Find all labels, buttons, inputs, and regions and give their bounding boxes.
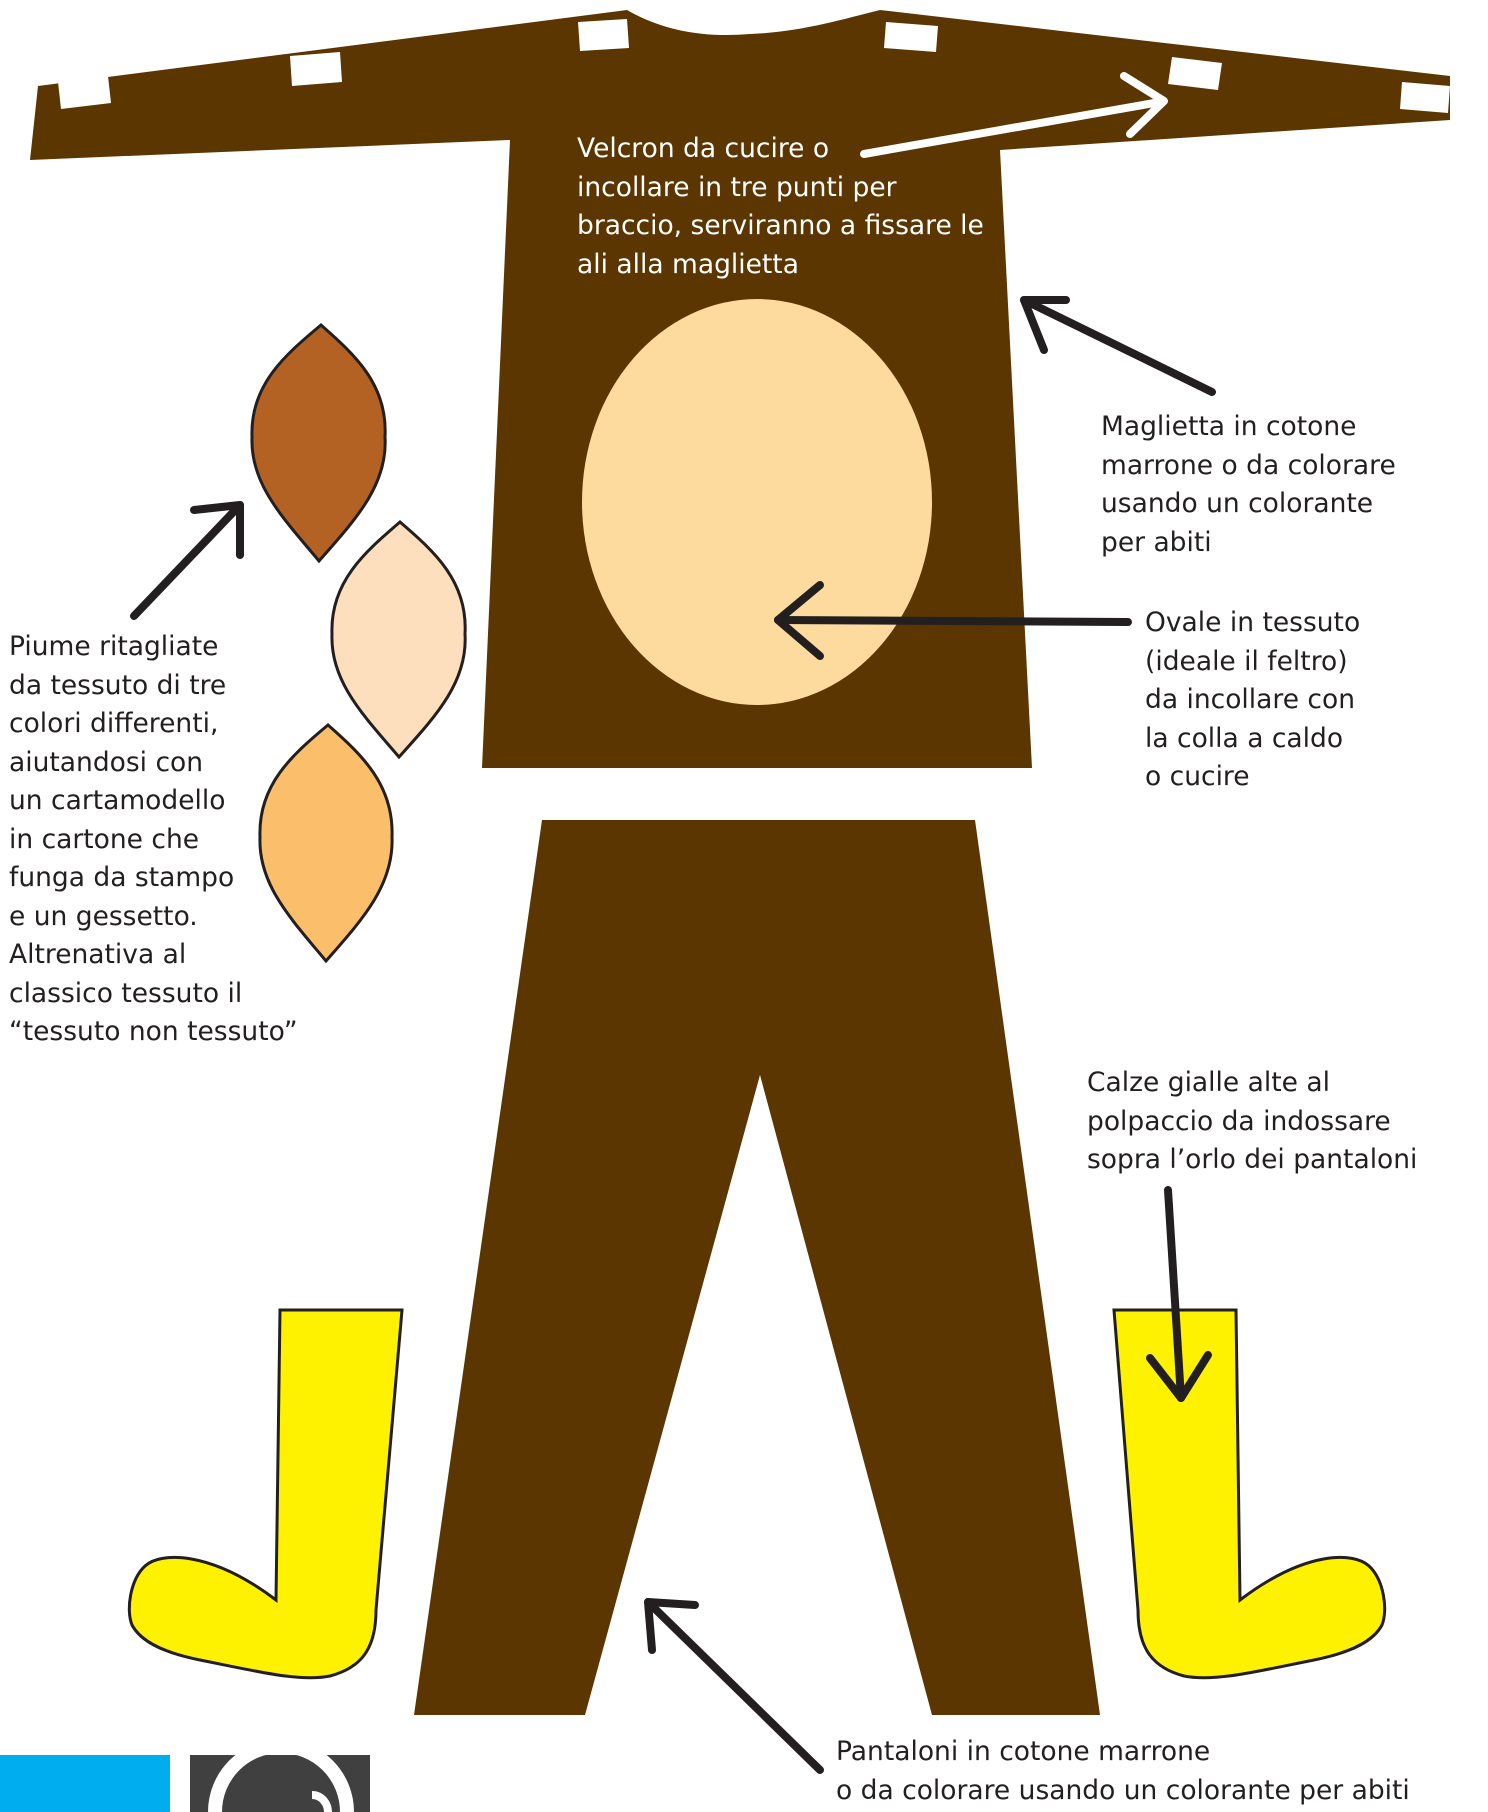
arrow-icon bbox=[1150, 1190, 1208, 1398]
velcro-label: Velcron da cucire o incollare in tre pun… bbox=[577, 130, 984, 284]
velcro-patch bbox=[1400, 82, 1450, 113]
feather-dark bbox=[252, 325, 385, 561]
pants-label: Pantaloni in cotone marrone o da colorar… bbox=[836, 1733, 1410, 1810]
feather-light bbox=[332, 522, 465, 757]
velcro-patch bbox=[578, 19, 629, 51]
shirt-label: Maglietta in cotone marrone o da colorar… bbox=[1101, 408, 1396, 562]
oval-label: Ovale in tessuto (ideale il feltro) da i… bbox=[1145, 604, 1360, 797]
pants bbox=[414, 820, 1100, 1715]
velcro-patch bbox=[884, 22, 938, 52]
arrow-icon bbox=[134, 505, 240, 616]
socks-label: Calze gialle alte al polpaccio da indoss… bbox=[1087, 1064, 1417, 1180]
arrow-icon bbox=[1024, 300, 1212, 392]
blue-corner-block bbox=[0, 1755, 170, 1812]
feathers-label: Piume ritagliate da tessuto di tre color… bbox=[9, 628, 298, 1052]
sock-left bbox=[129, 1310, 402, 1678]
belly-oval bbox=[582, 299, 932, 705]
velcro-patch bbox=[290, 52, 342, 86]
arrow-icon bbox=[648, 1602, 820, 1770]
